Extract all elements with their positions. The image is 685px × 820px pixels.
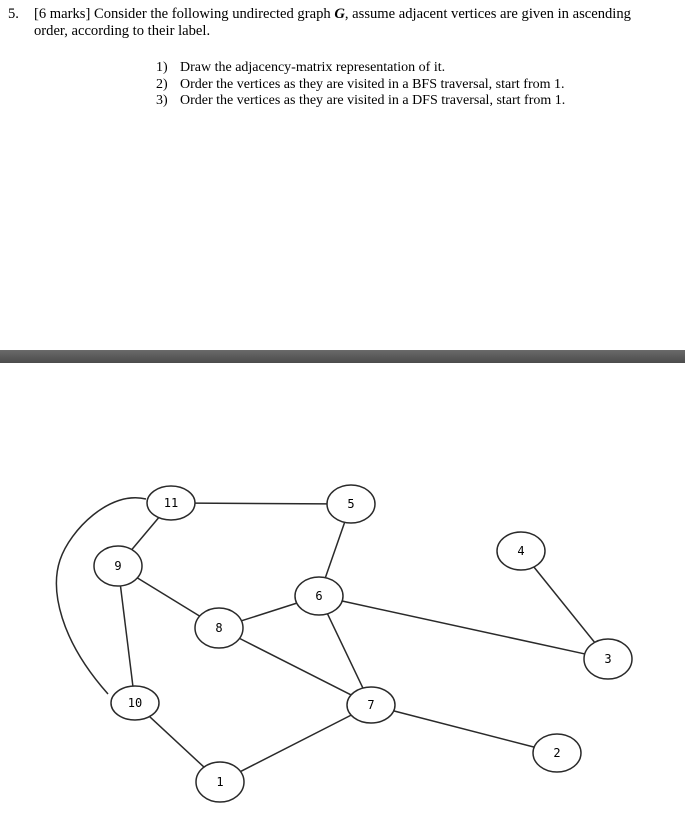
graph-node-10: 10 — [110, 685, 160, 721]
graph-node-3: 3 — [583, 638, 633, 680]
graph-edge-9-10 — [119, 585, 134, 687]
node-circle — [496, 531, 546, 571]
node-label: 11 — [164, 496, 178, 510]
graph-edge-11-9 — [131, 517, 160, 551]
graph-node-1: 1 — [195, 761, 245, 803]
task-number: 3) — [156, 93, 168, 108]
node-label: 8 — [215, 621, 222, 635]
graph-edge-7-1 — [240, 714, 352, 773]
node-circle — [532, 733, 582, 773]
node-label: 3 — [604, 652, 611, 666]
graph-node-11: 11 — [146, 485, 196, 521]
node-label: 7 — [367, 698, 374, 712]
node-label: 2 — [553, 746, 560, 760]
node-circle — [93, 545, 143, 587]
graph-node-7: 7 — [346, 686, 396, 724]
graph-edge-4-3 — [533, 566, 596, 643]
node-label: 1 — [216, 775, 223, 789]
graph-edge-6-7 — [326, 613, 364, 689]
graph-edge-6-3 — [341, 600, 585, 655]
graph-diagram: 11 5 4 9 6 8 3 10 7 2 1 — [55, 484, 633, 803]
question-line-2: order, according to their label. — [34, 23, 211, 39]
node-label: 9 — [114, 559, 121, 573]
task-text: Order the vertices as they are visited i… — [180, 93, 566, 108]
node-circle — [194, 607, 244, 649]
graph-edge-9-8 — [136, 577, 201, 617]
task-text: Draw the adjacency-matrix representation… — [180, 60, 446, 75]
node-label: 5 — [347, 497, 354, 511]
task-item: 3) Order the vertices as they are visite… — [156, 93, 565, 110]
graph-edge-6-8 — [241, 602, 297, 622]
task-text: Order the vertices as they are visited i… — [180, 76, 565, 92]
graph-edge-8-7 — [239, 637, 352, 696]
graph-node-4: 4 — [496, 531, 546, 571]
node-label: 6 — [315, 589, 322, 603]
node-circle — [146, 485, 196, 521]
graph-name: G — [334, 6, 345, 22]
node-circle — [110, 685, 160, 721]
node-circle — [195, 761, 245, 803]
task-number: 1) — [156, 60, 168, 75]
graph-edge-5-6 — [324, 522, 346, 578]
task-item: 2) Order the vertices as they are visite… — [156, 77, 565, 94]
question-number: 5. — [8, 6, 19, 22]
node-label: 10 — [128, 696, 142, 710]
graph-node-6: 6 — [294, 576, 344, 616]
graph-node-5: 5 — [326, 484, 376, 524]
graph-edge-11-5 — [194, 502, 328, 505]
graph-node-8: 8 — [194, 607, 244, 649]
node-circle — [294, 576, 344, 616]
task-item: 1) Draw the adjacency-matrix representat… — [156, 60, 565, 77]
graph-node-9: 9 — [93, 545, 143, 587]
graph-edge-10-1 — [149, 715, 205, 768]
question-text-start: [6 marks] Consider the following undirec… — [34, 6, 335, 22]
node-circle — [346, 686, 396, 724]
question-line-1: 5. [6 marks] Consider the following undir… — [8, 6, 631, 23]
question-text-rest: , assume adjacent vertices are given in … — [344, 6, 631, 22]
node-label: 4 — [517, 544, 524, 558]
node-circle — [326, 484, 376, 524]
graph-node-2: 2 — [532, 733, 582, 773]
node-circle — [583, 638, 633, 680]
task-list: 1) Draw the adjacency-matrix representat… — [156, 60, 565, 110]
task-number: 2) — [156, 76, 168, 92]
graph-edge-7-2 — [393, 710, 535, 748]
section-divider — [0, 350, 685, 363]
graph-edge-11-10 — [55, 496, 147, 695]
